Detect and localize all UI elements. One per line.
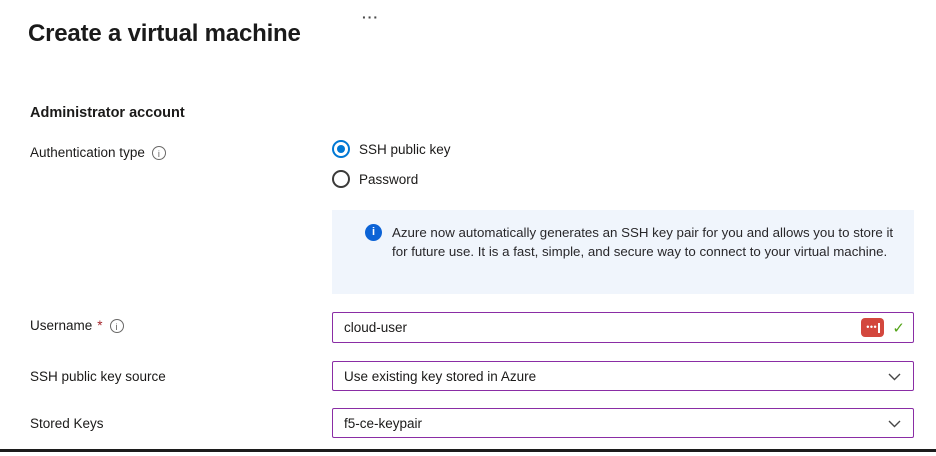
stored-keys-value: f5-ce-keypair [344,415,423,431]
ssh-key-source-label-row: SSH public key source [30,369,166,384]
validation-check-icon: ✓ [892,319,905,337]
username-input[interactable] [333,320,862,335]
ssh-key-source-value: Use existing key stored in Azure [344,368,537,384]
required-asterisk: * [97,318,103,333]
username-label-row: Username * i [30,318,124,333]
chevron-down-icon [888,373,901,381]
info-banner: i Azure now automatically generates an S… [332,210,914,294]
username-label: Username [30,318,93,333]
info-banner-text: Azure now automatically generates an SSH… [392,225,894,259]
radio-selected-icon[interactable] [332,140,350,158]
auth-type-radio-group: SSH public key Password [332,140,451,200]
radio-option-ssh-public-key[interactable]: SSH public key [332,140,451,158]
stored-keys-label-row: Stored Keys [30,416,104,431]
stored-keys-label: Stored Keys [30,416,104,431]
password-manager-caret [878,322,880,333]
ssh-key-source-label: SSH public key source [30,369,166,384]
chevron-down-icon [888,420,901,428]
info-filled-icon: i [365,224,382,241]
info-icon[interactable]: i [109,318,124,333]
radio-label-password: Password [359,171,419,187]
radio-unselected-icon[interactable] [332,170,350,188]
bottom-divider [0,449,936,452]
section-heading-administrator-account: Administrator account [30,105,185,121]
stored-keys-dropdown[interactable]: f5-ce-keypair [332,408,914,438]
password-manager-icon[interactable]: ••• [861,318,885,337]
radio-label-ssh-public-key: SSH public key [359,141,451,157]
info-icon[interactable]: i [151,145,166,160]
username-field: ••• ✓ [332,312,914,343]
radio-option-password[interactable]: Password [332,170,451,188]
password-manager-dots: ••• [866,322,878,332]
ssh-key-source-dropdown[interactable]: Use existing key stored in Azure [332,361,914,391]
auth-type-label-row: Authentication type i [30,145,166,160]
page-title: Create a virtual machine [28,20,301,48]
auth-type-label: Authentication type [30,145,145,160]
more-options-button[interactable]: ··· [362,9,379,25]
